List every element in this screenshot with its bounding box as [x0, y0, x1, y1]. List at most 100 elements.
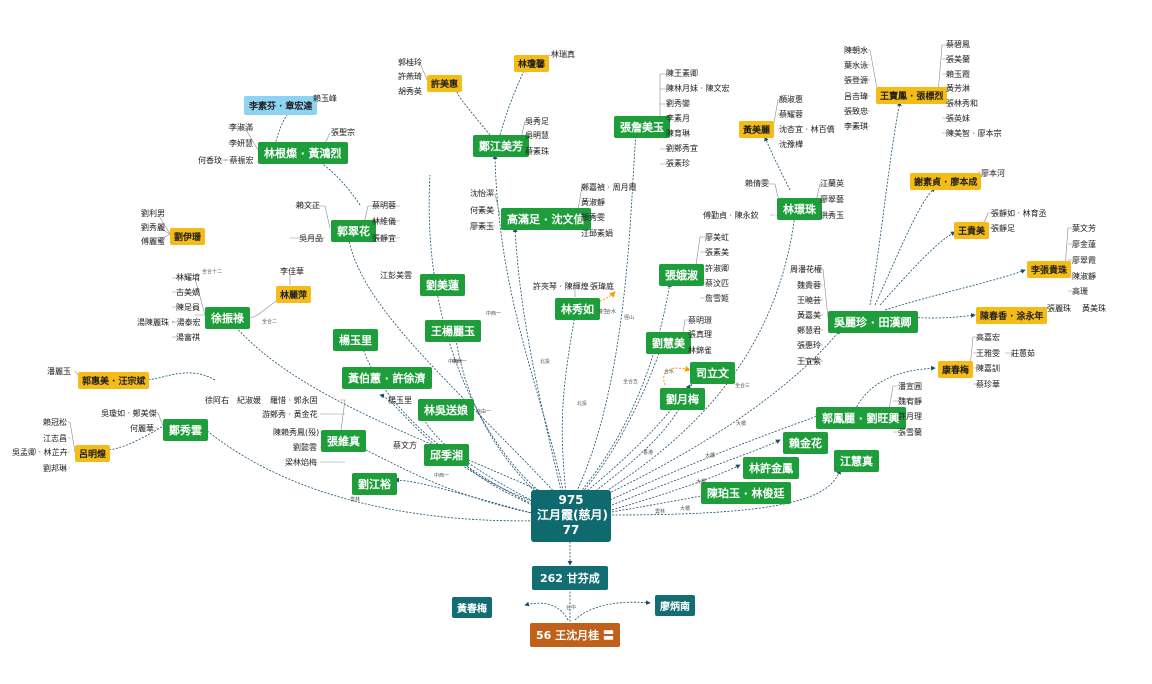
- leaf-liu-yi-xiang-1: 劉秀麗: [141, 223, 165, 232]
- edge-label: 全合三: [735, 383, 751, 389]
- leaf-xu-zhen-lu-2: 陳足員: [176, 303, 200, 312]
- node-wang-gui-mei[interactable]: 王貴美: [954, 222, 990, 239]
- leaf-gao-man-r1: 黃淑靜: [581, 198, 605, 207]
- gp-side-left-node[interactable]: 黃春梅: [452, 597, 492, 618]
- node-lin-xu-jin[interactable]: 林許金鳳: [743, 457, 799, 479]
- node-li-zhang[interactable]: 李張貴珠: [1027, 261, 1072, 278]
- leaf-chen-chun-0: 張麗珠: [1047, 304, 1071, 313]
- leaf-qiu-ji-xiang: 蔡文方: [393, 441, 417, 450]
- node-zheng-jiang[interactable]: 鄭江美芳: [473, 135, 529, 157]
- grandparent-node[interactable]: 56 王沈月桂 〓: [530, 623, 620, 647]
- leaf-guo-cui-hua-l1: 吳月品: [299, 234, 323, 243]
- node-liu-yi-xiang[interactable]: 劉伊珊: [170, 228, 206, 245]
- leaf-wu-li-zhen-0: 周潘花權: [790, 265, 822, 274]
- node-zhang-jin[interactable]: 張詹美玉: [614, 116, 670, 138]
- node-liu-jiang[interactable]: 劉江裕: [352, 473, 397, 495]
- leaf-wu-li-zhen-5: 張惠玲: [797, 341, 821, 350]
- leaf-xu-mei-hui-2: 胡秀英: [398, 87, 422, 96]
- node-kang-chun[interactable]: 康春梅: [938, 361, 974, 378]
- edge-label: 台中: [566, 605, 577, 611]
- leaf-lu-ming-0: 賴冠松: [43, 418, 67, 427]
- node-guo-feng-li[interactable]: 郭鳳麗 ‧ 劉旺興: [816, 407, 906, 429]
- leaf-wu-li-zhen-6: 王宜紫: [797, 357, 821, 366]
- leaf-guo-cui-hua-r0: 蔡明蓉: [372, 201, 396, 210]
- leaf-middle-2: 羅惜 ‧ 郭永固: [270, 396, 318, 405]
- leaf-chen-chun-1: 黃美珠: [1082, 304, 1106, 313]
- leaf-middle-6: 梁林焰梅: [285, 458, 317, 467]
- node-liu-hui-mei[interactable]: 劉慧美: [646, 332, 691, 354]
- node-lu-ming-huang[interactable]: 呂明煌: [75, 445, 111, 462]
- node-lin-gen-huang[interactable]: 林根燦 ‧ 黃鴻烈: [258, 142, 348, 164]
- leaf-gao-man-r3: 江邱素娟: [581, 229, 613, 238]
- node-qiu-ji-xiang[interactable]: 邱季湘: [424, 444, 469, 466]
- node-lin-xiu-ru[interactable]: 林秀如: [555, 298, 600, 320]
- parent-node[interactable]: 262 甘芬成: [532, 566, 608, 590]
- node-lin-jing-hua[interactable]: 林璟珠: [777, 198, 822, 220]
- node-xie-su-zhen[interactable]: 謝素貞 ‧ 廖本成: [910, 173, 982, 190]
- node-liu-mei-lian[interactable]: 劉美蓮: [420, 274, 465, 296]
- node-zhang-wei-zhen[interactable]: 張維真: [321, 430, 366, 452]
- node-huang-bo-hui[interactable]: 黃伯蕙 ‧ 許徐濟: [342, 367, 432, 389]
- node-li-su-fen[interactable]: 李素芬 ‧ 章宏達: [244, 96, 318, 115]
- node-wang-bao[interactable]: 王寶鳳 ‧ 張標烈: [876, 87, 948, 104]
- edge-label: 大橋: [736, 421, 747, 427]
- leaf-liu-hui-mei-0: 蔡明璟: [688, 316, 712, 325]
- leaf-zheng-jiang-1: 吳明慧: [525, 131, 549, 140]
- node-lin-li-ping[interactable]: 林麗萍: [276, 286, 312, 303]
- node-huang-mei-li[interactable]: 黃美麗: [739, 121, 775, 138]
- leaf-lin-gen-2: 何香玟 ‧ 蔡振宏: [198, 156, 254, 165]
- leaf-wu-li-zhen-2: 王曉芸: [797, 296, 821, 305]
- edge-label: 大橋: [680, 506, 691, 512]
- leaf-zhang-ya-shu-1: 張素美: [705, 248, 729, 257]
- leaf-wang-bao-r3: 黃芳淋: [946, 84, 970, 93]
- leaf-li-su-fen: 賴玉峰: [313, 94, 337, 103]
- root-person-node[interactable]: 975 江月霞(慈月) 77: [531, 490, 611, 542]
- leaf-middle-4: 陳賴秀鳳(殁): [273, 428, 320, 437]
- leaf-zheng-jiang-2: 蔡素珠: [525, 147, 549, 156]
- edge-label: 雲林: [655, 509, 666, 515]
- node-guo-cui-hua[interactable]: 郭翠花: [331, 220, 376, 242]
- leaf-wu-li-zhen-4: 鄭慧君: [797, 326, 821, 335]
- leaf-lin-wu: 楊玉里: [388, 396, 412, 405]
- edge-label: 中西一: [434, 473, 450, 479]
- leaf-gao-man-r0: 鄭嘉禎 ‧ 周月霞: [581, 183, 637, 192]
- leaf-lu-ming-1: 江志昌: [43, 434, 67, 443]
- node-si-li-wen[interactable]: 司立文: [690, 362, 735, 384]
- node-chen-yu-yu[interactable]: 陳珀玉 ‧ 林俊廷: [701, 482, 791, 504]
- leaf-wang-bao-l0: 陳朝水: [844, 46, 868, 55]
- gp-side-right-node[interactable]: 廖炳南: [655, 595, 695, 616]
- node-guo-hui-mei[interactable]: 郭惠美 ‧ 汪宗斌: [78, 372, 150, 389]
- node-wu-li-zhen[interactable]: 吳麗珍 ‧ 田漢卿: [828, 311, 918, 333]
- node-lin-wu[interactable]: 林吳送娘: [418, 399, 474, 421]
- leaf-lu-ming-3: 劉邦琳: [43, 464, 67, 473]
- leaf-zhang-ya-shu-2: 許淑卿: [705, 264, 729, 273]
- node-zheng-xiu-yun[interactable]: 鄭秀雲: [163, 419, 208, 441]
- leaf-kang-chun-0: 高嘉宏: [976, 333, 1000, 342]
- node-xu-zhen-lu[interactable]: 徐振祿: [205, 307, 250, 329]
- node-lai-jin-hua[interactable]: 賴金花: [783, 432, 828, 454]
- edge-label: 中西一: [486, 311, 502, 317]
- leaf-wang-bao-r5: 張英妹: [946, 114, 970, 123]
- leaf-wang-bao-l4: 張致忠: [844, 107, 868, 116]
- leaf-kang-chun-3: 蔡珍華: [976, 380, 1000, 389]
- node-lin-qiong-xiang[interactable]: 林瓊馨: [514, 55, 550, 72]
- node-jiang-hui-zhen[interactable]: 江慧真: [834, 450, 879, 472]
- leaf-zhang-jin-2: 劉秀鑾: [666, 99, 690, 108]
- node-xu-mei-hui[interactable]: 許美惠: [427, 75, 463, 92]
- node-gao-man[interactable]: 高滿足 ‧ 沈文信: [501, 208, 591, 230]
- node-zhang-ya-shu[interactable]: 張娥淑: [659, 264, 704, 286]
- leaf-li-zhang-1: 廖金蓮: [1072, 240, 1096, 249]
- leaf-xu-zhen-lu-4: 湯富祺: [176, 333, 200, 342]
- node-yang-yu-li[interactable]: 楊玉里: [333, 329, 378, 351]
- leaf-gao-man-l0: 沈怡潔: [470, 189, 494, 198]
- node-liu-yue-mei[interactable]: 劉月梅: [660, 388, 705, 410]
- leaf-wang-bao-r4: 張林秀和: [946, 99, 978, 108]
- leaf-li-zhang-4: 高珊: [1072, 287, 1088, 296]
- leaf-guo-cui-hua-r2: 張靜宜: [372, 234, 396, 243]
- edge-label: 全合二: [262, 319, 278, 325]
- node-chen-chun[interactable]: 陳春香 ‧ 涂永年: [976, 307, 1048, 324]
- leaf-middle-0: 徐阿右: [205, 396, 229, 405]
- node-wang-yang[interactable]: 王楊麗玉: [425, 320, 481, 342]
